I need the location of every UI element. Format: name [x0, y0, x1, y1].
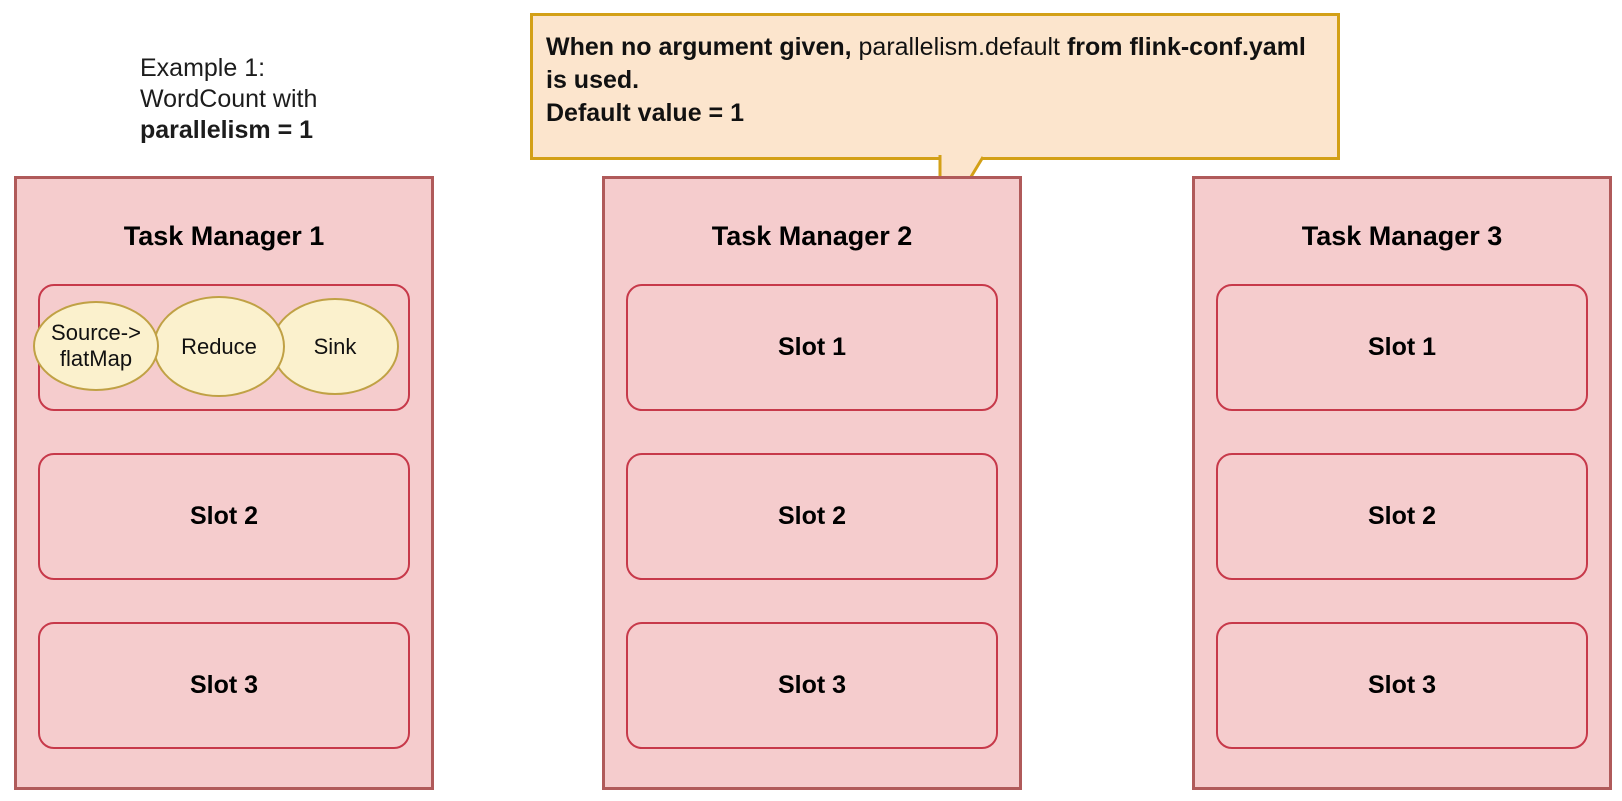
task-manager-3-slot-2: Slot 2 — [1216, 453, 1588, 580]
example-label-line-2: WordCount with — [140, 85, 318, 113]
callout-text-line-2: Default value = 1 — [546, 99, 744, 127]
task-manager-1-slot-2: Slot 2 — [38, 453, 410, 580]
callout-text-bold-2: from flink-conf.yaml is used. — [546, 33, 1306, 94]
slot-label: Slot 3 — [189, 671, 259, 699]
task-manager-2-slot-1: Slot 1 — [626, 284, 998, 411]
task-manager-2-slot-3: Slot 3 — [626, 622, 998, 749]
task-manager-2-title: Task Manager 2 — [711, 221, 913, 251]
example-label-line-1: Example 1: — [140, 54, 266, 82]
callout-text-bold-1: When no argument given, — [546, 33, 859, 61]
slot-label: Slot 1 — [777, 333, 847, 361]
slot-label: Slot 2 — [189, 502, 259, 530]
task-manager-3-slot-3: Slot 3 — [1216, 622, 1588, 749]
task-manager-2: Task Manager 2 Slot 1 Slot 2 Slot 3 — [602, 176, 1022, 790]
example-label: Example 1: WordCount with parallelism = … — [140, 53, 420, 146]
task-manager-1-slot-1: Source-> flatMap Reduce Sink — [33, 284, 410, 411]
task-manager-3-slot-1: Slot 1 — [1216, 284, 1588, 411]
slot-label: Slot 2 — [1367, 502, 1437, 530]
slot-label: Slot 3 — [1367, 671, 1437, 699]
task-reduce-label: Reduce — [181, 333, 257, 359]
task-manager-2-slot-2: Slot 2 — [626, 453, 998, 580]
task-manager-1-slot-3: Slot 3 — [38, 622, 410, 749]
task-sink-label: Sink — [313, 333, 357, 359]
task-reduce: Reduce — [153, 296, 285, 397]
task-manager-3-title: Task Manager 3 — [1301, 221, 1503, 251]
slot-label: Slot 3 — [777, 671, 847, 699]
task-source-flatmap: Source-> flatMap — [33, 301, 159, 391]
slot-label: Slot 1 — [1367, 333, 1437, 361]
task-source-flatmap-line-1: Source-> — [51, 320, 141, 345]
task-manager-3: Task Manager 3 Slot 1 Slot 2 Slot 3 — [1192, 176, 1612, 790]
slot-label: Slot 2 — [777, 502, 847, 530]
task-manager-1-title: Task Manager 1 — [123, 221, 325, 251]
task-source-flatmap-line-2: flatMap — [59, 346, 133, 371]
callout-text-regular: parallelism.default — [858, 33, 1061, 61]
task-manager-1: Task Manager 1 Source-> flatMap Reduce S… — [14, 176, 434, 790]
callout-note: When no argument given, parallelism.defa… — [530, 13, 1340, 160]
task-sink: Sink — [271, 298, 399, 395]
example-label-line-3: parallelism = 1 — [140, 116, 314, 144]
